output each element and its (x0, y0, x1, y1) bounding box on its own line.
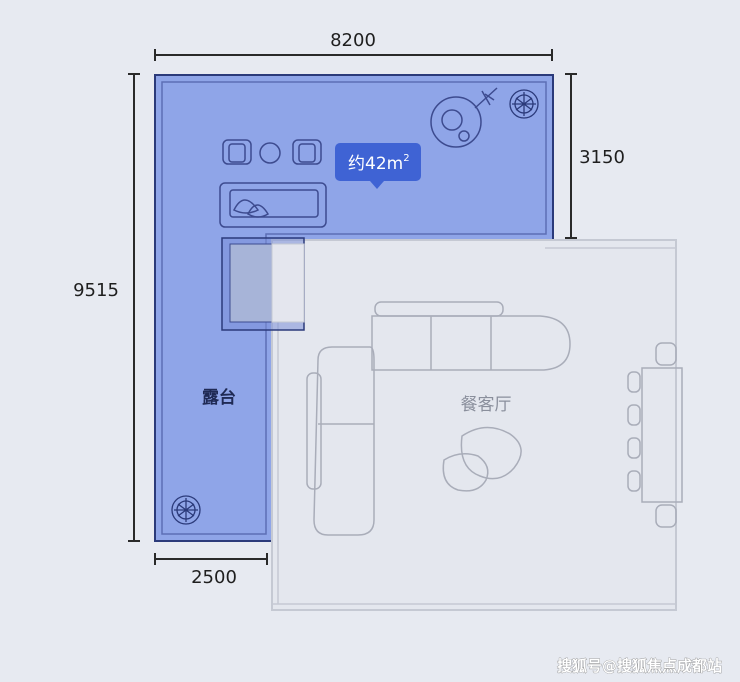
plant-icon-bottom-left (171, 495, 201, 525)
living-dining-area (271, 239, 677, 611)
watermark: 搜狐号@搜狐焦点成都站 (557, 657, 722, 675)
terrace-armchair-left (222, 139, 252, 165)
dimension-bottom (154, 553, 268, 565)
dining-table (627, 342, 683, 528)
svg-text:约42m2: 约42m2 (348, 153, 410, 174)
sectional-sofa (306, 301, 571, 536)
dimension-left-label: 9515 (73, 280, 119, 301)
sliding-door (221, 237, 305, 331)
terrace-sofa (219, 182, 327, 228)
coffee-tables (442, 426, 522, 492)
terrace-side-table (259, 142, 281, 164)
dimension-top (154, 49, 553, 61)
terrace-round-table (430, 96, 482, 148)
room-label-living-dining: 餐客厅 (461, 395, 512, 415)
plant-icon-top-right (509, 89, 539, 119)
dimension-left (128, 73, 140, 542)
area-badge: 约42m2 (335, 143, 421, 189)
terrace-armchair-right (292, 139, 322, 165)
area-badge-superscript: 2 (403, 153, 409, 164)
dimension-right (565, 73, 577, 239)
terrace-lounger-icon (474, 87, 498, 109)
dimension-right-label: 3150 (579, 147, 625, 168)
dimension-bottom-label: 2500 (191, 567, 237, 588)
dimension-top-label: 8200 (330, 30, 376, 51)
area-badge-value: 约42m (348, 154, 403, 174)
room-label-terrace: 露台 (202, 387, 236, 408)
